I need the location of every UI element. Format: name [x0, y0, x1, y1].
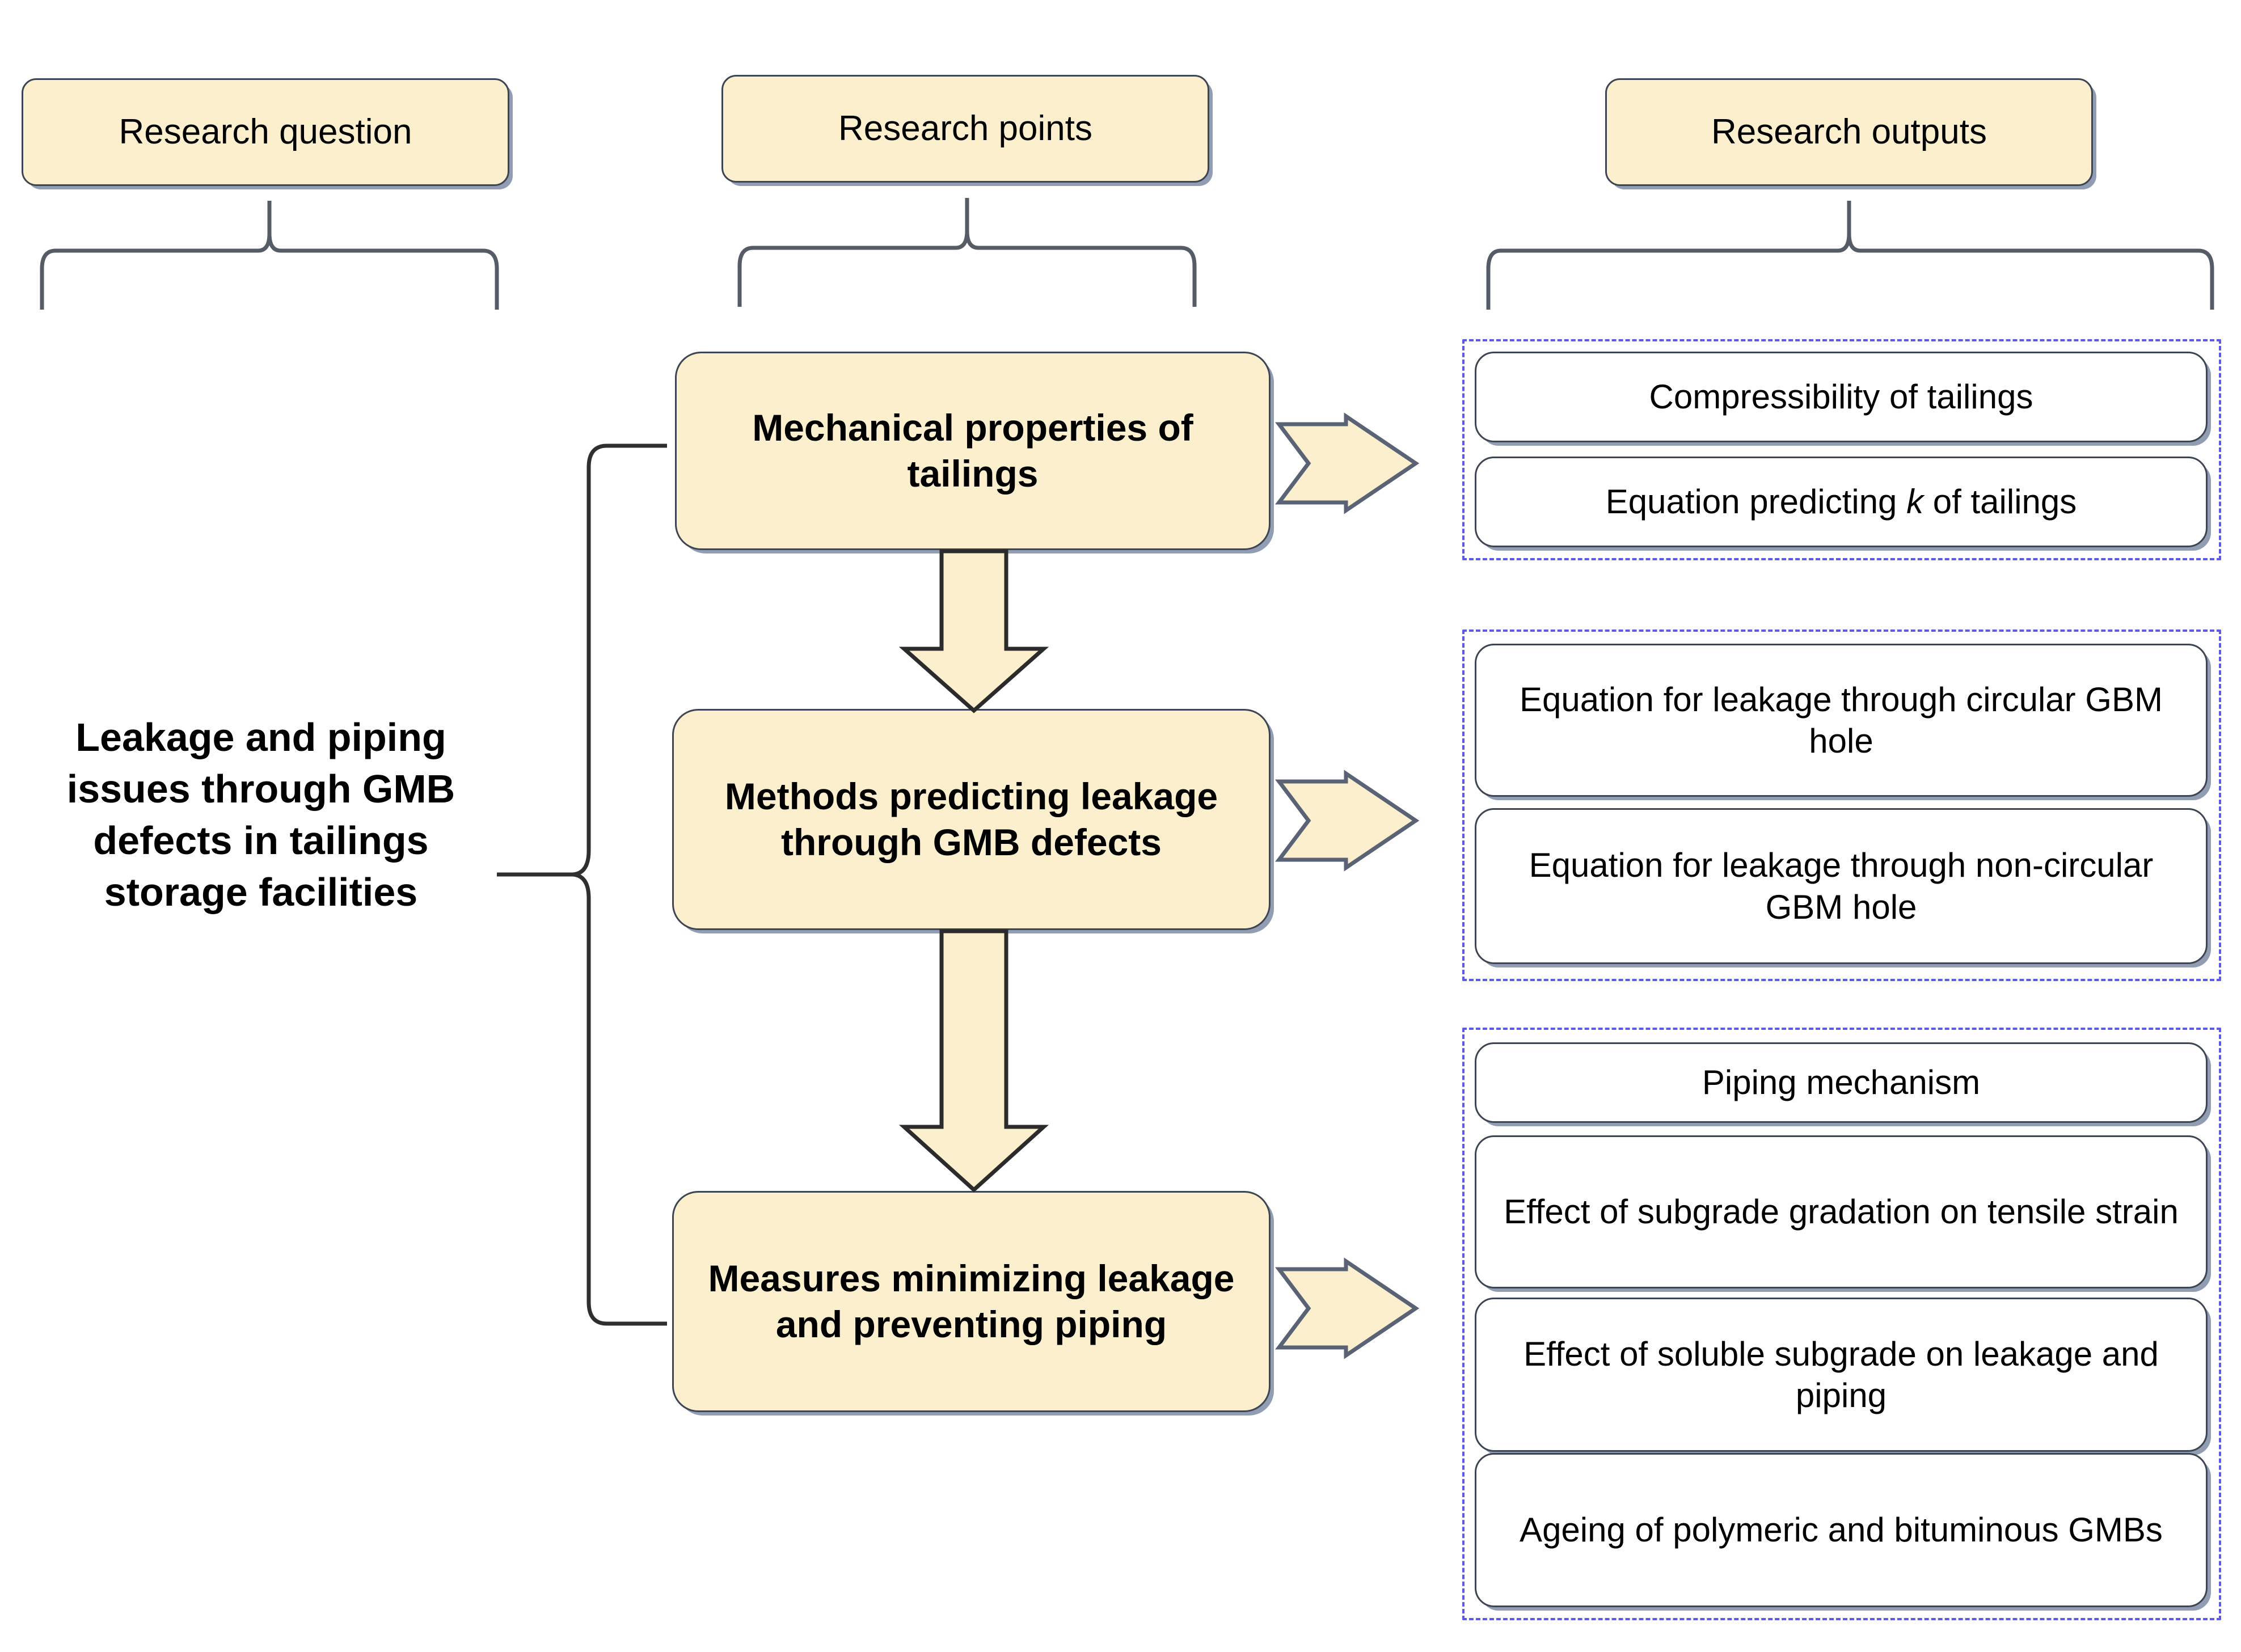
- arrow-down-icon-1: [898, 549, 1049, 713]
- output-item-label: Effect of subgrade gradation on tensile …: [1504, 1193, 2179, 1231]
- brace-down-icon-points: [737, 198, 1197, 307]
- output-item-label-pre: Equation predicting: [1605, 483, 1907, 521]
- output-group-1: [1462, 339, 2221, 560]
- arrow-down-icon-2: [898, 929, 1049, 1193]
- arrow-right-icon-3: [1274, 1257, 1420, 1359]
- column-header-label: Research outputs: [1711, 112, 1987, 152]
- output-item-label: Equation predicting k of tailings: [1606, 481, 2077, 522]
- output-group-2: [1462, 629, 2221, 981]
- output-item-soluble-subgrade[interactable]: Effect of soluble subgrade on leakage an…: [1475, 1298, 2208, 1452]
- output-item-label: Effect of soluble subgrade on leakage an…: [1523, 1334, 2159, 1414]
- output-item-ageing-gmbs[interactable]: Ageing of polymeric and bituminous GMBs: [1475, 1453, 2208, 1607]
- column-header-research-outputs: Research outputs: [1605, 78, 2093, 186]
- brace-down-icon-question: [40, 201, 499, 310]
- output-item-label-post: of tailings: [1923, 483, 2077, 521]
- research-point-measures-minimizing-leakage[interactable]: Measures minimizing leakage and preventi…: [672, 1191, 1271, 1412]
- brace-down-icon-outputs: [1486, 201, 2214, 310]
- research-point-label: Mechanical properties of tailings: [752, 407, 1193, 495]
- brace-left-icon: [497, 443, 667, 1326]
- arrow-right-icon-1: [1274, 412, 1420, 514]
- output-item-label: Equation for leakage through circular GB…: [1520, 680, 2163, 760]
- research-question-text: Leakage and piping issues through GMB de…: [66, 715, 455, 914]
- output-item-label-italic: k: [1906, 483, 1924, 521]
- output-item-equation-circular-hole[interactable]: Equation for leakage through circular GB…: [1475, 644, 2208, 797]
- output-item-piping-mechanism[interactable]: Piping mechanism: [1475, 1042, 2208, 1123]
- research-point-label: Methods predicting leakage through GMB d…: [724, 775, 1218, 863]
- output-item-subgrade-gradation[interactable]: Effect of subgrade gradation on tensile …: [1475, 1135, 2208, 1288]
- column-header-research-points: Research points: [721, 75, 1209, 183]
- research-point-mechanical-properties[interactable]: Mechanical properties of tailings: [675, 352, 1271, 550]
- output-group-3: [1462, 1028, 2221, 1620]
- output-item-label: Compressibility of tailings: [1649, 378, 2033, 416]
- column-header-label: Research points: [838, 109, 1093, 149]
- column-header-label: Research question: [119, 112, 412, 152]
- output-item-label: Equation for leakage through non-circula…: [1529, 846, 2154, 926]
- output-item-equation-k-tailings[interactable]: Equation predicting k of tailings: [1475, 457, 2208, 547]
- research-point-methods-predicting-leakage[interactable]: Methods predicting leakage through GMB d…: [672, 709, 1271, 930]
- research-point-label: Measures minimizing leakage and preventi…: [708, 1257, 1235, 1345]
- output-item-label: Piping mechanism: [1702, 1063, 1981, 1102]
- column-header-research-question: Research question: [22, 78, 509, 186]
- output-item-equation-noncircular-hole[interactable]: Equation for leakage through non-circula…: [1475, 808, 2208, 964]
- arrow-right-icon-2: [1274, 770, 1420, 872]
- output-item-label: Ageing of polymeric and bituminous GMBs: [1520, 1511, 2163, 1549]
- output-item-compressibility[interactable]: Compressibility of tailings: [1475, 352, 2208, 442]
